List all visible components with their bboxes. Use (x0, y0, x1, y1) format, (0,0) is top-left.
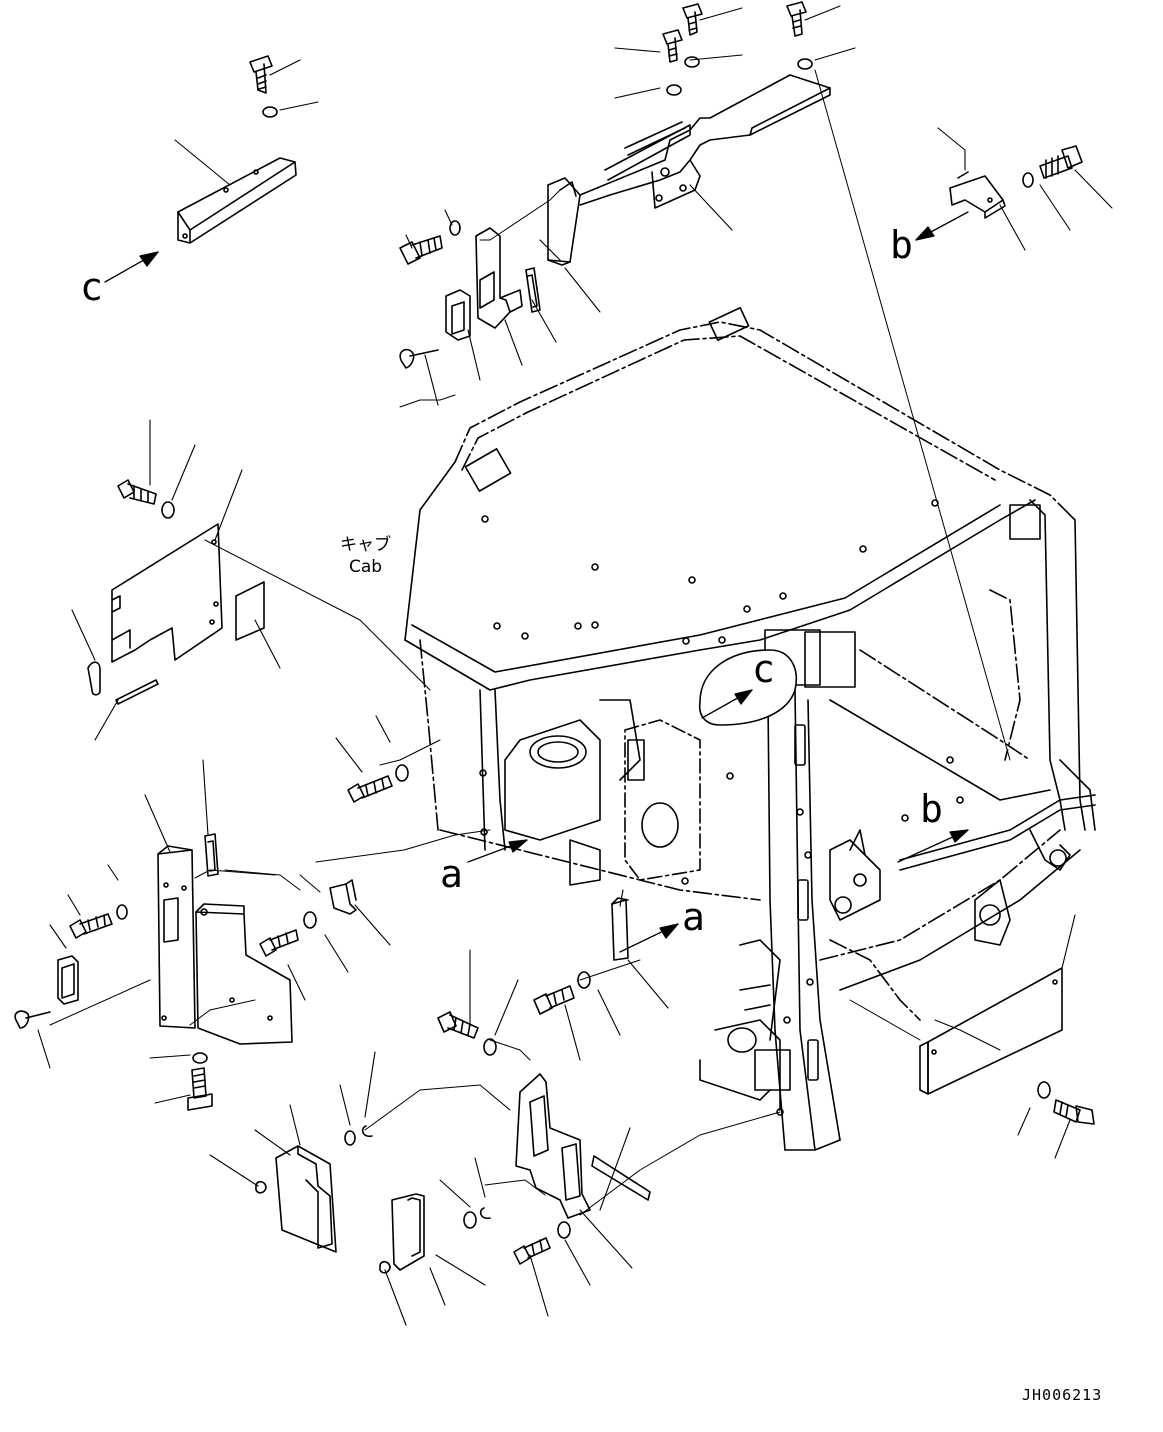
bracket-top-long (548, 75, 830, 265)
view-label-b-top: b (890, 223, 913, 267)
cab-frame (405, 308, 1095, 1150)
bolt-mid-left (348, 776, 392, 802)
bolt-right-lower (1054, 1100, 1094, 1124)
washer-left-bottom (193, 1053, 207, 1063)
bolt-top-3 (787, 2, 806, 36)
washer-bottom-center (464, 1212, 476, 1228)
cab-label-jp: キャブ (340, 535, 391, 555)
bolt-left-lower-2 (260, 930, 298, 956)
bolt-left-lower-1 (70, 914, 112, 938)
washer-top-left (263, 107, 277, 117)
bracket-c (178, 158, 296, 243)
washer-top-3 (798, 59, 812, 69)
washer-top-2 (667, 85, 681, 95)
panel-bottom-left (276, 1146, 336, 1252)
bracket-b (950, 172, 1005, 218)
bolt-bottom-center (514, 1238, 550, 1264)
bolt-left-bottom (188, 1068, 212, 1110)
cab-label: キャブ Cab (340, 534, 391, 578)
leader-lines (38, 6, 1112, 1325)
washer-left-upper (162, 502, 174, 518)
washer-right-lower (1038, 1082, 1050, 1098)
clip-left-small (88, 662, 100, 695)
bolt-center-right (534, 986, 574, 1014)
bolt-top-1 (683, 4, 702, 35)
rivet-top (400, 350, 438, 368)
gasket-strip-top (526, 268, 540, 312)
strip-left (116, 680, 158, 704)
gasket-strip-left (205, 834, 218, 876)
cover-panel-right (920, 968, 1062, 1094)
view-label-a-left: a (440, 852, 463, 896)
washer-mid-left (396, 765, 408, 781)
view-arrows (105, 212, 968, 952)
washer-b (1023, 173, 1033, 187)
bolt-top-2 (663, 30, 682, 62)
view-label-c-left: c (80, 265, 103, 309)
washer-top-1 (685, 57, 699, 67)
bolt-mid-top (400, 236, 442, 264)
washer-center-right (578, 972, 590, 988)
drawing-number: JH006213 (1022, 1386, 1103, 1404)
snap-ring-left (363, 1126, 372, 1136)
small-bracket-left (330, 880, 356, 914)
cab-label-en: Cab (348, 557, 383, 577)
cover-panel-left (112, 524, 222, 662)
rivet-bottom-left (256, 1182, 266, 1193)
clip-top (446, 290, 470, 340)
bracket-a (612, 898, 628, 960)
panel-bottom-center (392, 1194, 424, 1270)
assembly-lines (50, 70, 1010, 1215)
view-label-a-right: a (682, 895, 705, 939)
bolt-left-upper (118, 480, 156, 504)
panel-left-lower (196, 904, 292, 1044)
bolt-center-lower (438, 1012, 478, 1038)
duct-panel-bottom (516, 1074, 590, 1218)
snap-ring-center (481, 1208, 490, 1218)
washer-left-lower-2 (304, 912, 316, 928)
washer-center-lower (484, 1039, 496, 1055)
view-label-c-bubble: c (752, 647, 775, 691)
washer-bottom-left (345, 1131, 355, 1145)
clip-left-lower (58, 956, 78, 1004)
duct-cover-left (158, 846, 195, 1028)
clip-bracket-top (476, 228, 522, 328)
view-c-bubble (700, 650, 797, 725)
seal-strip-bottom (592, 1156, 650, 1200)
washer-left-lower-1 (117, 905, 127, 919)
rivet-bottom-center (380, 1262, 390, 1273)
bolt-b (1040, 146, 1082, 178)
rivet-left (15, 1011, 50, 1028)
washer-mid-top (450, 221, 460, 235)
washer-bottom-right (558, 1222, 570, 1238)
view-label-b-right: b (920, 787, 943, 831)
label-plate-left (236, 582, 264, 640)
bolt-top-left (250, 56, 272, 93)
